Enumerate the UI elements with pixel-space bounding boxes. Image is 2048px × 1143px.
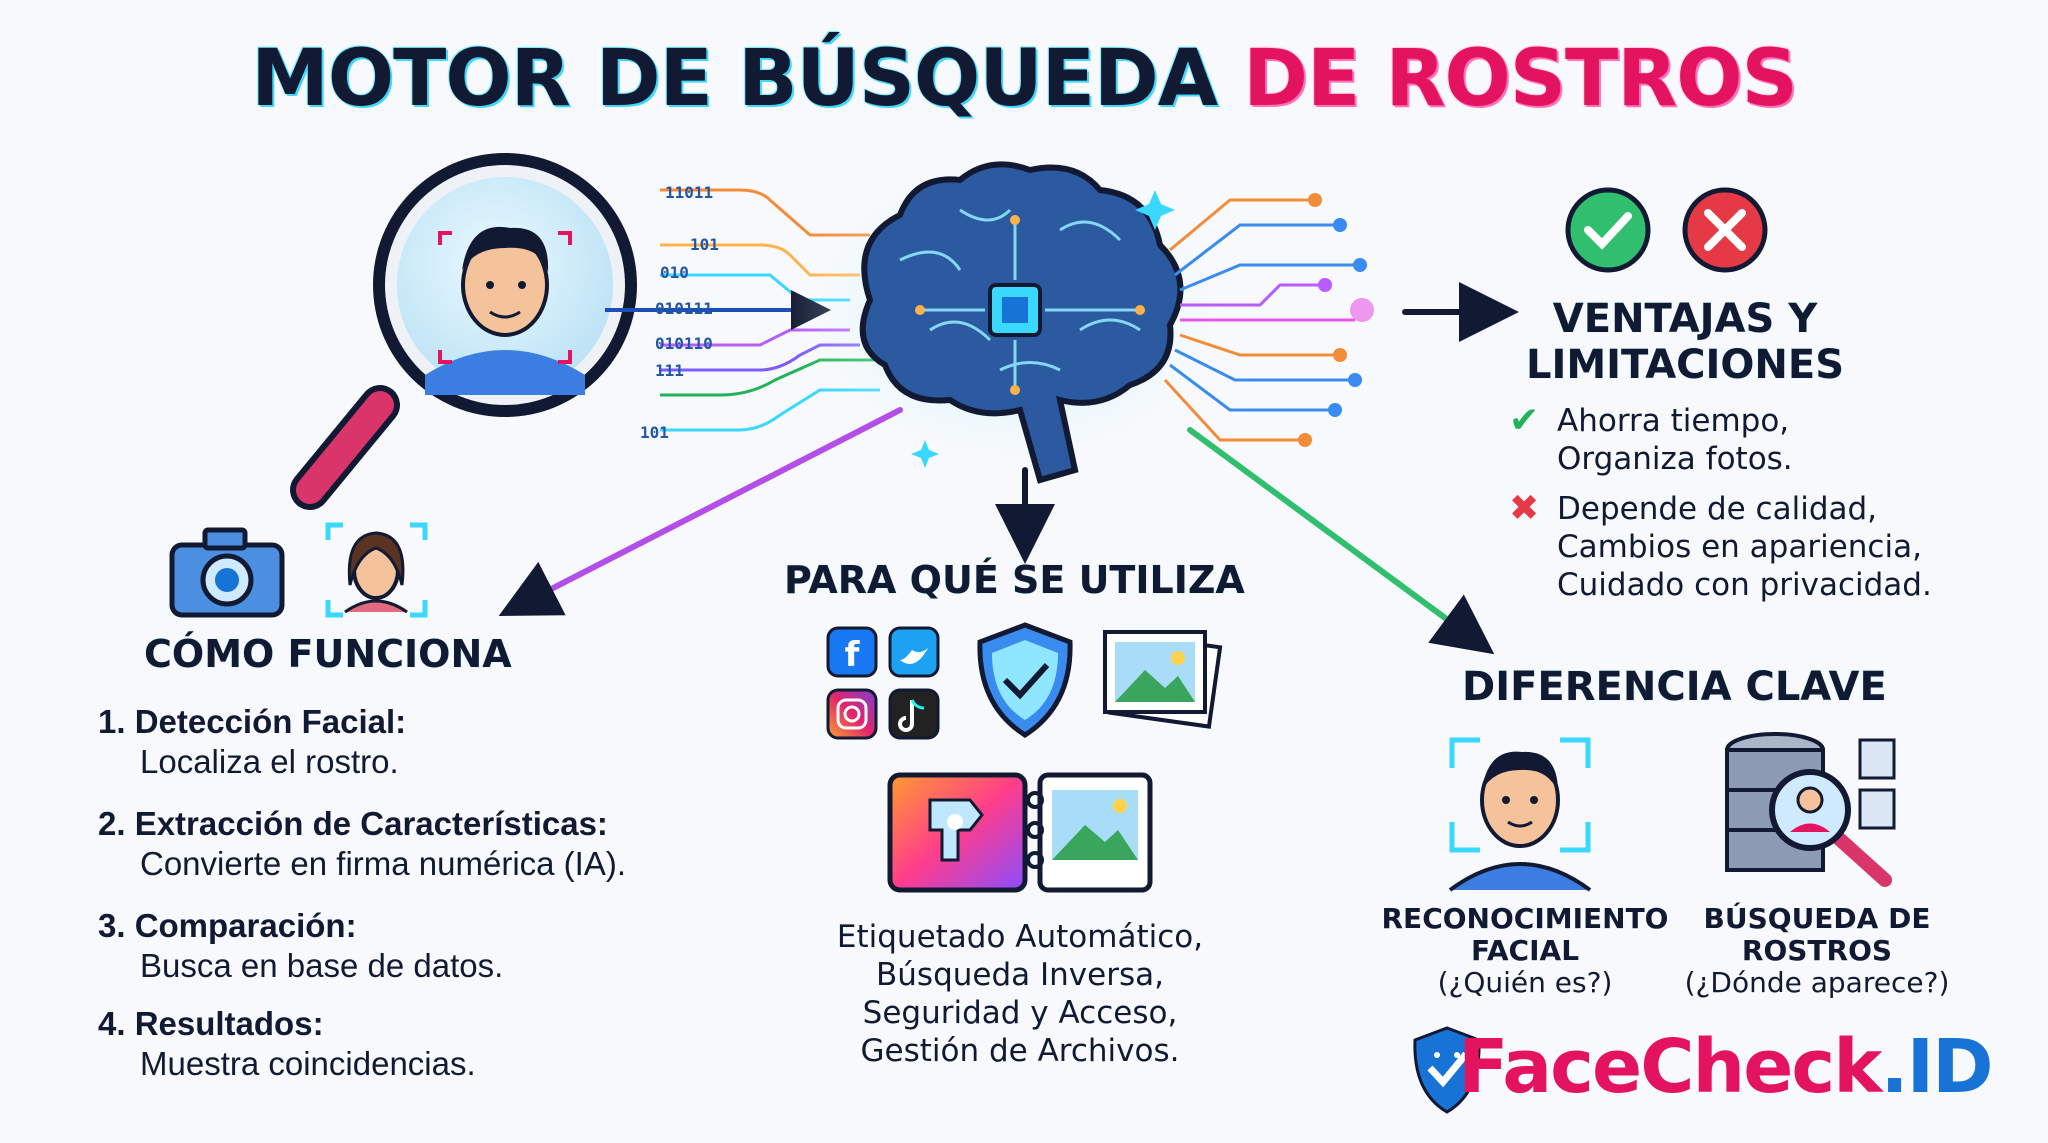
para-list: Etiquetado Automático, Búsqueda Inversa,…: [780, 918, 1260, 1070]
ventajas-heading-line-1: VENTAJAS Y: [1552, 296, 1818, 342]
left-title-2: FACIAL: [1470, 934, 1580, 967]
ventajas-heading-line-2: LIMITACIONES: [1525, 342, 1845, 388]
binary-labels: 11011 101 010 010111 010110 111 101: [640, 183, 719, 442]
left-title-1: RECONOCIMIENTO: [1381, 902, 1669, 935]
para-line-4: Gestión de Archivos.: [860, 1033, 1180, 1069]
step-1: 1. Detección Facial:Localiza el rostro.: [98, 702, 626, 782]
con-cross-icon: ✖: [1509, 488, 1540, 529]
brand-suffix: .ID: [1880, 1024, 1993, 1110]
como-steps: 1. Detección Facial:Localiza el rostro. …: [98, 702, 626, 1106]
pro-line-1: Ahorra tiempo,: [1557, 403, 1790, 439]
cons-list: ✖ Depende de calidad, Cambios en aparien…: [1509, 490, 1932, 604]
photos-icon: [1103, 630, 1223, 729]
binary-6: 111: [655, 361, 684, 380]
left-sub: (¿Quién es?): [1437, 966, 1613, 999]
con-line-1: Depende de calidad,: [1557, 491, 1878, 527]
social-icons: f: [826, 626, 940, 740]
binary-7: 101: [640, 423, 669, 442]
binary-2: 101: [690, 235, 719, 254]
pros-list: ✔ Ahorra tiempo, Organiza fotos.: [1509, 402, 1793, 478]
con-line-3: Cuidado con privacidad.: [1557, 567, 1932, 603]
binary-3: 010: [660, 263, 689, 282]
facecheck-shield-logo: [1413, 1026, 1481, 1114]
right-title-2: ROSTROS: [1741, 934, 1893, 967]
pro-line-2: Organiza fotos.: [1557, 441, 1793, 477]
page-title: MOTOR DE BÚSQUEDA DE ROSTROS: [0, 34, 2048, 124]
step-title: 2. Extracción de Características:: [98, 805, 608, 842]
brand-name: FaceCheck: [1458, 1024, 1882, 1110]
binary-1: 11011: [665, 183, 713, 202]
con-line-2: Cambios en apariencia,: [1557, 529, 1922, 565]
right-sub: (¿Dónde aparece?): [1684, 966, 1950, 999]
binary-4: 010111: [655, 299, 713, 318]
facebook-icon: f: [826, 626, 878, 678]
camera-icon: [169, 527, 285, 618]
step-title: 1. Detección Facial:: [98, 703, 407, 740]
title-part-2: DE ROSTROS: [1243, 34, 1797, 124]
binary-5: 010110: [655, 334, 713, 353]
tag-album-icon: [887, 772, 1153, 893]
diferencia-heading: DIFERENCIA CLAVE: [1462, 664, 1887, 710]
magnifier-face-icon: [290, 153, 637, 510]
pro-check-icon: ✔: [1509, 400, 1540, 441]
diferencia-left-caption: RECONOCIMIENTO FACIAL (¿Quién es?): [1380, 903, 1670, 999]
right-title-1: BÚSQUEDA DE: [1703, 902, 1931, 935]
step-title: 4. Resultados:: [98, 1005, 324, 1042]
ventajas-heading: VENTAJAS Y LIMITACIONES: [1510, 296, 1860, 388]
face-frame-icon: [325, 522, 428, 618]
instagram-icon: [826, 688, 878, 740]
brain-chip-icon: [785, 140, 1245, 484]
twitter-icon: [888, 626, 940, 678]
shield-check-icon: [977, 622, 1073, 738]
para-line-3: Seguridad y Acceso,: [862, 995, 1178, 1031]
como-heading: CÓMO FUNCIONA: [144, 632, 512, 676]
para-line-2: Búsqueda Inversa,: [876, 957, 1164, 993]
diferencia-right-caption: BÚSQUEDA DE ROSTROS (¿Dónde aparece?): [1672, 903, 1962, 999]
brand-wordmark: FaceCheck.ID: [1458, 1024, 1994, 1110]
step-title: 3. Comparación:: [98, 907, 357, 944]
step-desc: Convierte en firma numérica (IA).: [140, 845, 626, 882]
sparkle-icons: [911, 190, 1175, 468]
step-4: 4. Resultados:Muestra coincidencias.: [98, 1004, 626, 1084]
step-desc: Muestra coincidencias.: [140, 1045, 476, 1082]
step-3: 3. Comparación:Busca en base de datos.: [98, 906, 626, 986]
flow-arrows: [498, 282, 1519, 655]
step-desc: Busca en base de datos.: [140, 947, 504, 984]
recognition-face-icon: [1448, 737, 1592, 892]
step-2: 2. Extracción de Características:Convier…: [98, 804, 626, 884]
check-circle-icon: [1565, 187, 1651, 273]
cross-circle-icon: [1682, 187, 1768, 273]
output-lines: [1163, 193, 1374, 447]
para-heading: PARA QUÉ SE UTILIZA: [784, 558, 1245, 602]
para-line-1: Etiquetado Automático,: [836, 919, 1204, 955]
svg-text:f: f: [845, 635, 861, 675]
database-search-icon: [1725, 732, 1896, 887]
tiktok-icon: [888, 688, 940, 740]
title-part-1: MOTOR DE BÚSQUEDA: [251, 34, 1218, 124]
step-desc: Localiza el rostro.: [140, 743, 399, 780]
